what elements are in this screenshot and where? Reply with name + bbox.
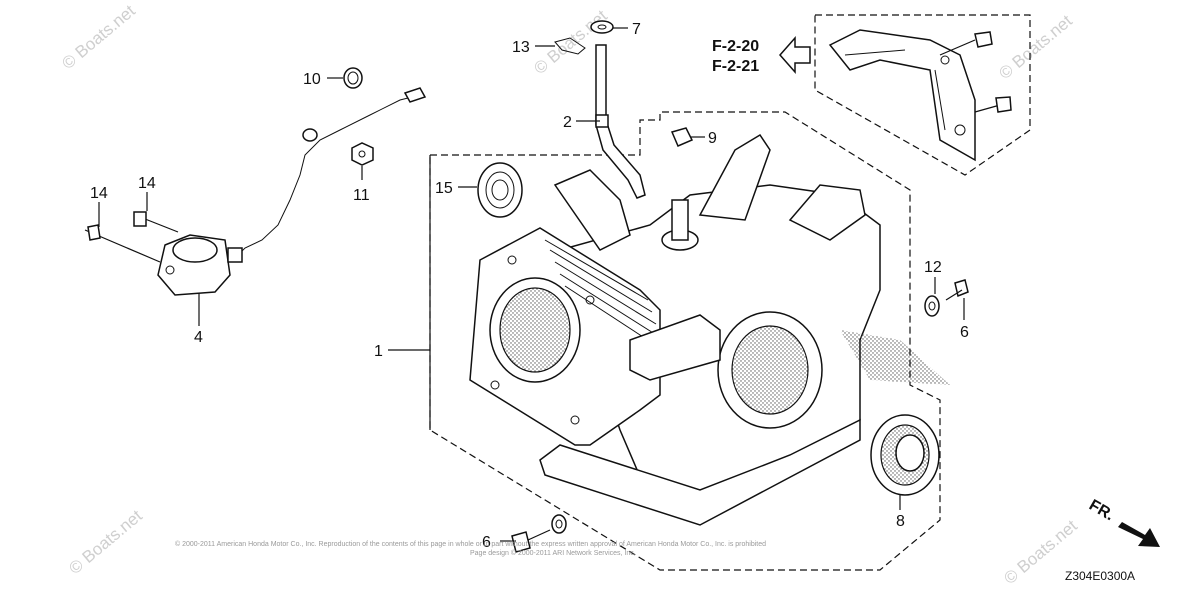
callout-7: 7 [632,21,641,38]
callout-14-right: 14 [138,175,156,192]
leader-lines [98,27,965,542]
clip-part-13 [554,37,586,55]
o-ring-part-10 [343,67,363,89]
copyright-line-1: © 2000-2011 American Honda Motor Co., In… [175,540,766,548]
bolt-part-14-right [133,211,179,233]
callout-1: 1 [374,343,383,360]
bolt-part-14-left [84,224,161,263]
callout-8: 8 [896,513,905,530]
callout-15: 15 [435,180,453,197]
callout-6-right: 6 [960,324,969,341]
bolt-part-6-right [945,279,969,301]
bolt-shroud-lower [974,96,1012,113]
oil-level-switch [157,87,427,296]
reference-label-2: F-2-21 [712,58,759,75]
grommet-part-7 [590,20,614,34]
nut-part-11 [351,142,374,166]
cylinder-barrel-crankcase [469,133,950,526]
callout-10: 10 [303,71,321,88]
oil-seal-part-8 [870,414,940,496]
reference-label-1: F-2-20 [712,38,759,55]
front-direction-arrow [1118,522,1160,547]
assembly-boundary [429,111,941,571]
bolt-part-6-bottom [511,529,551,553]
callout-6-bottom: 6 [482,534,491,551]
oil-filler-tube [595,44,646,199]
callout-4: 4 [194,329,203,346]
copyright-line-2: Page design © 2000-2011 ARI Network Serv… [470,549,636,557]
shroud-bracket [828,29,976,162]
callout-12: 12 [924,259,942,276]
watermark: © Boats.net [995,11,1076,83]
callout-14-left: 14 [90,185,108,202]
front-direction-label: FR. [1086,497,1117,525]
callout-2: 2 [563,114,572,131]
diagram-code: Z304E0300A [1065,569,1135,583]
callout-11: 11 [353,187,370,204]
washer-part-12 [924,295,940,317]
watermark: © Boats.net [65,506,146,578]
bearing-part-15 [477,162,523,218]
washer-bottom [551,514,567,534]
watermark: © Boats.net [58,1,139,73]
callout-13: 13 [512,39,530,56]
cap-part-9 [670,127,694,147]
shroud-boundary [814,14,1031,176]
callout-9: 9 [708,130,717,147]
reference-arrow [778,36,811,74]
bolt-shroud-upper [939,31,993,56]
